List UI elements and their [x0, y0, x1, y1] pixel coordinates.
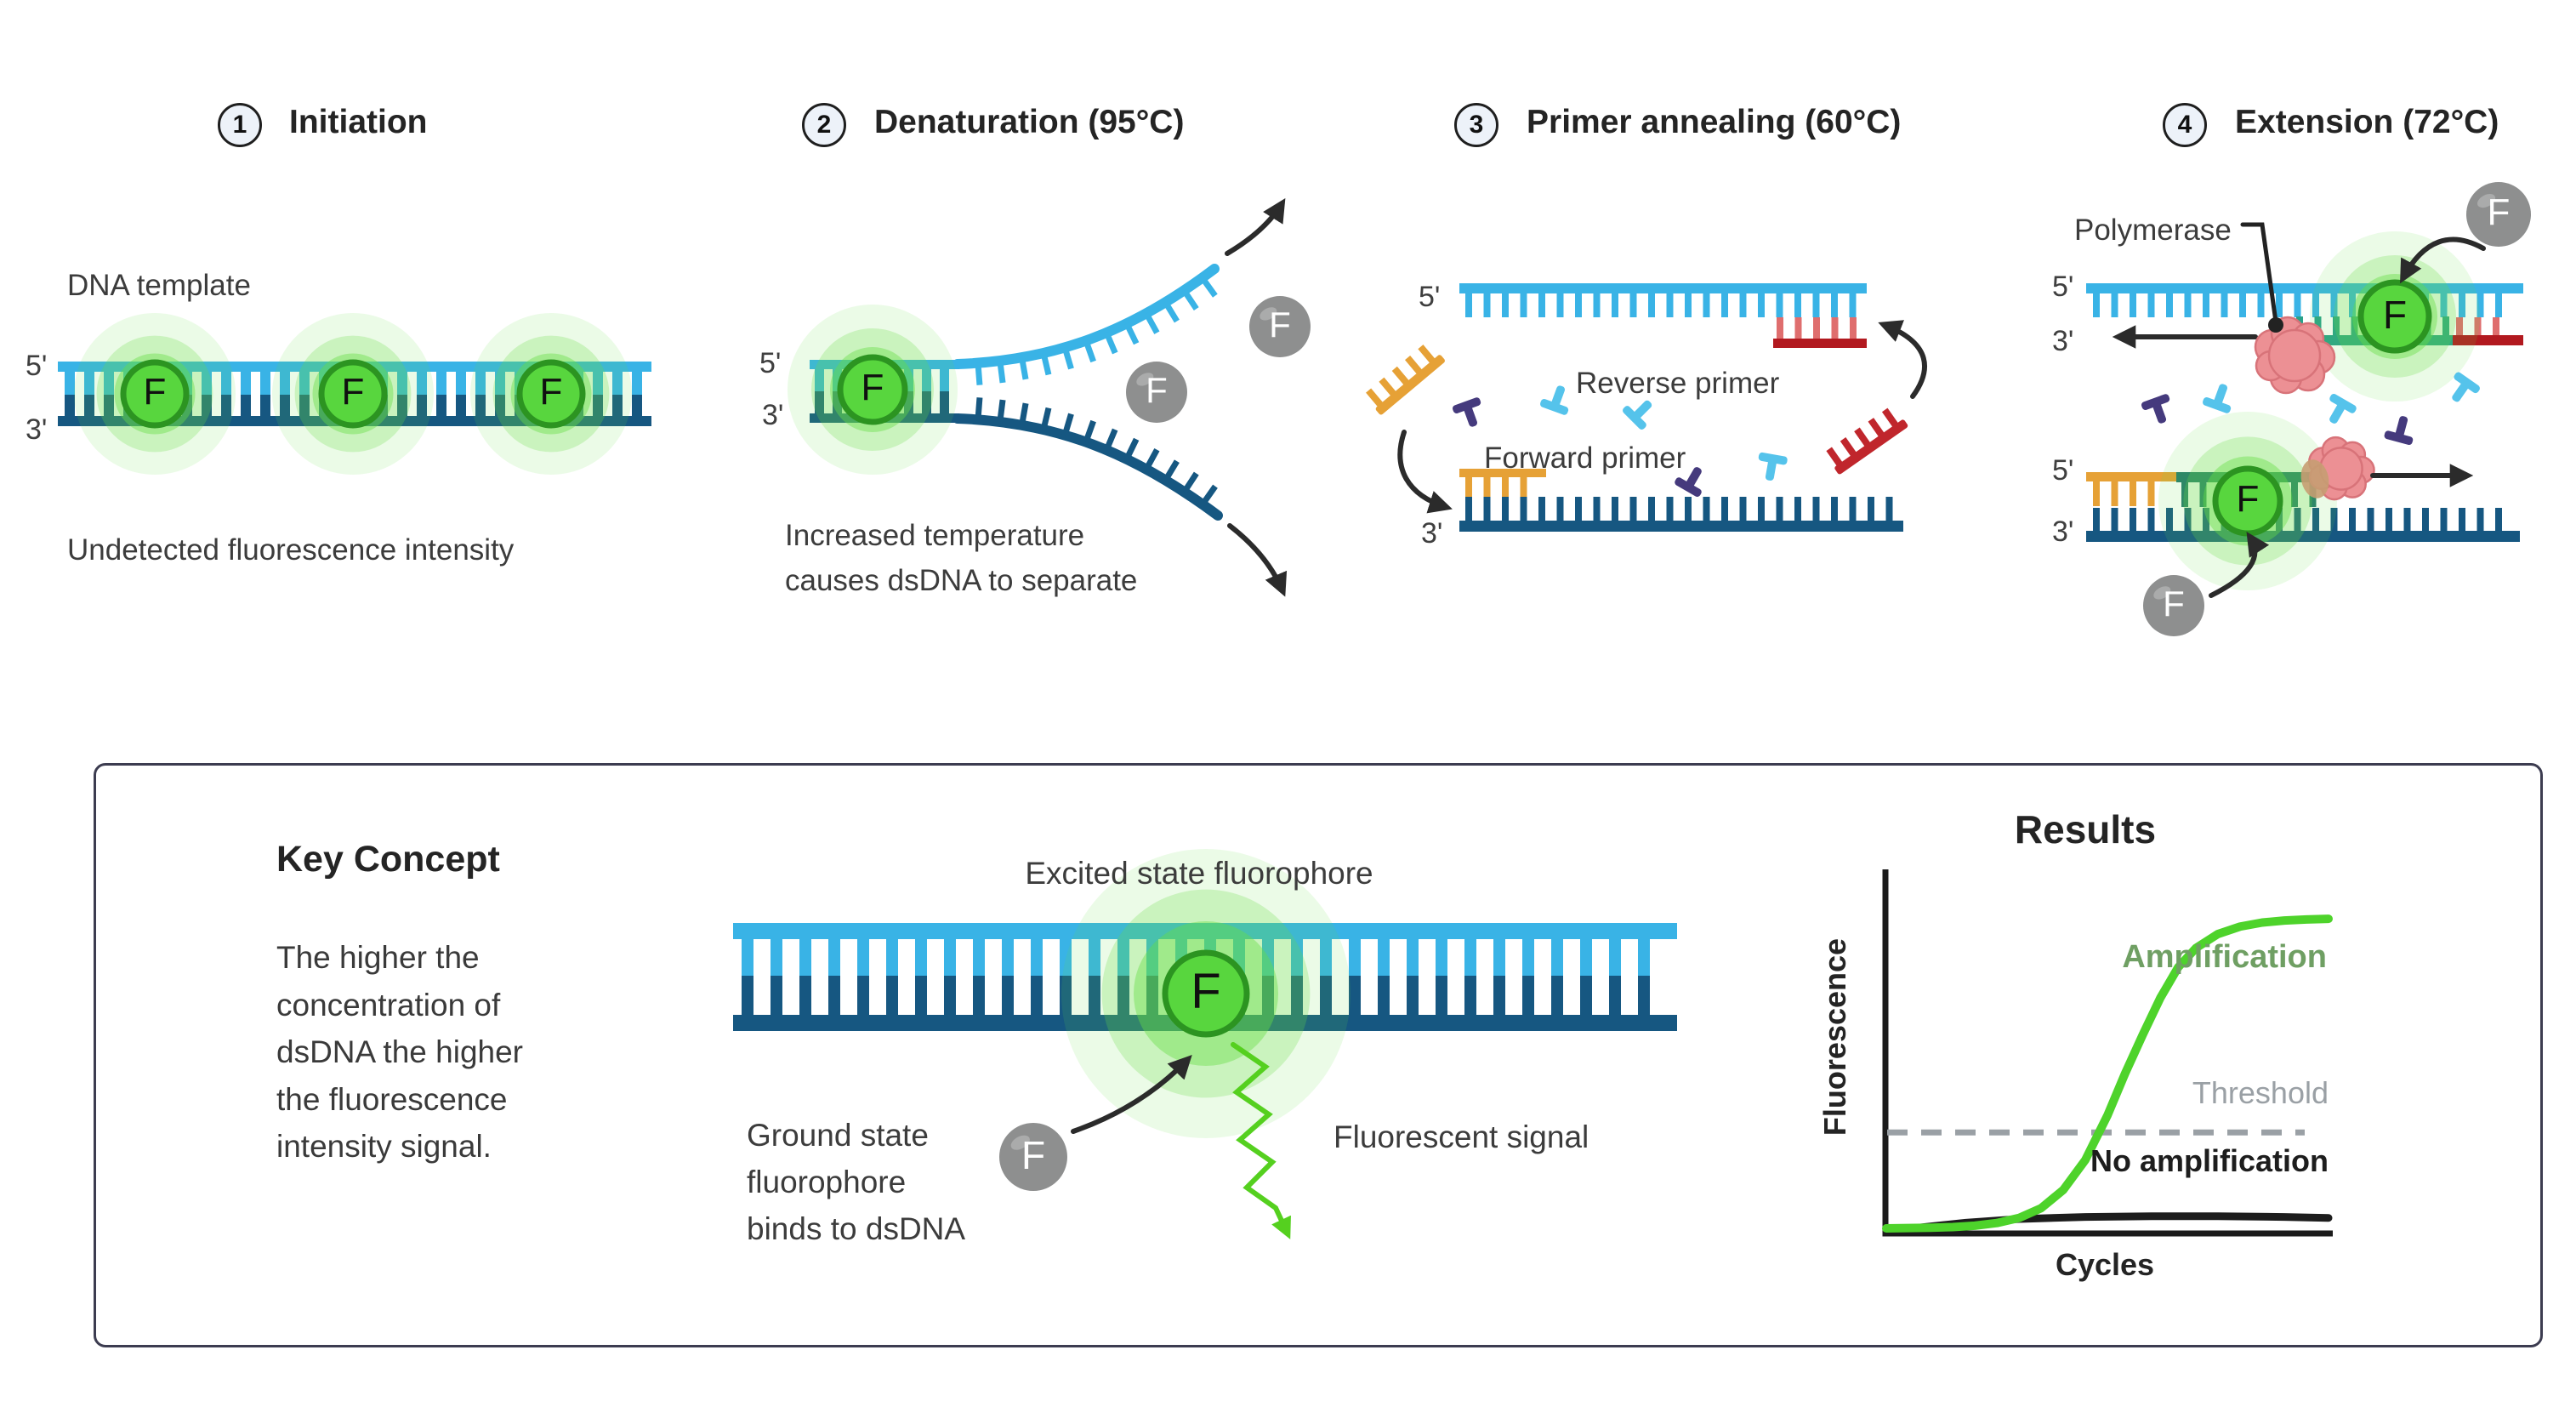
five-prime-label: 5': [2052, 454, 2074, 487]
denaturation-caption: Increased temperature causes dsDNA to se…: [785, 519, 1138, 597]
ground-fluorophore-symbol: F: [2163, 584, 2185, 624]
fluorescent-signal-label: Fluorescent signal: [1333, 1119, 1589, 1154]
results-chart: Amplification Threshold No amplification: [1875, 861, 2339, 1261]
three-prime-label: 3': [762, 399, 784, 431]
undetected-fluorescence-label: Undetected fluorescence intensity: [67, 533, 515, 567]
no-amplification-label: No amplification: [2090, 1143, 2329, 1178]
fluorophore-symbol: F: [1191, 963, 1221, 1019]
step-badge-2: 2: [802, 103, 846, 147]
step-number: 1: [232, 111, 247, 139]
ground-state-label: Ground state fluorophore binds to dsDNA: [747, 1118, 966, 1246]
fluorophore-symbol: F: [2382, 292, 2408, 337]
ground-fluorophore-symbol: F: [2487, 191, 2511, 233]
step-title-extension: Extension (72°C): [2235, 104, 2499, 140]
step-number: 2: [816, 111, 832, 139]
threshold-label: Threshold: [2192, 1075, 2329, 1110]
fluorophore-symbol: F: [143, 371, 167, 413]
step-badge-1: 1: [218, 103, 262, 147]
step-badge-3: 3: [1454, 103, 1498, 147]
results-title: Results: [2014, 807, 2157, 852]
ground-fluorophore-symbol: F: [1021, 1132, 1046, 1177]
five-prime-label: 5': [759, 347, 782, 379]
results-chart-canvas: [1882, 869, 2333, 1237]
three-prime-label: 3': [26, 413, 48, 446]
step-title-annealing: Primer annealing (60°C): [1527, 104, 1902, 140]
five-prime-label: 5': [1419, 281, 1441, 313]
step-number: 3: [1469, 111, 1484, 139]
fluorophore-symbol: F: [539, 371, 563, 413]
x-axis-label: Cycles: [2055, 1247, 2155, 1282]
amplification-label: Amplification: [2122, 939, 2327, 975]
reverse-primer-label: Reverse primer: [1576, 367, 1780, 400]
step-title-denaturation: Denaturation (95°C): [874, 104, 1185, 140]
ground-fluorophore-symbol: F: [1146, 370, 1168, 411]
fluorophore-symbol: F: [2236, 478, 2260, 520]
forward-primer-label: Forward primer: [1484, 441, 1686, 475]
three-prime-label: 3': [1421, 517, 1443, 550]
key-concept-heading: Key Concept: [276, 839, 500, 880]
five-prime-label: 5': [2052, 271, 2074, 303]
step-number: 4: [2177, 111, 2192, 139]
ground-fluorophore-symbol: F: [1269, 305, 1291, 345]
excited-state-label: Excited state fluorophore: [1025, 856, 1373, 891]
y-axis-label: Fluorescence: [1817, 937, 1852, 1136]
three-prime-label: 3': [2052, 516, 2074, 548]
step-title-initiation: Initiation: [289, 104, 428, 140]
fluorophore-symbol: F: [861, 367, 884, 408]
dna-template-label: DNA template: [67, 269, 251, 302]
three-prime-label: 3': [2052, 325, 2074, 357]
key-concept-body: The higher the concentration of dsDNA th…: [276, 940, 524, 1164]
step-badge-4: 4: [2163, 103, 2207, 147]
five-prime-label: 5': [26, 350, 48, 382]
fluorophore-symbol: F: [341, 371, 365, 413]
polymerase-label: Polymerase: [2074, 214, 2232, 247]
